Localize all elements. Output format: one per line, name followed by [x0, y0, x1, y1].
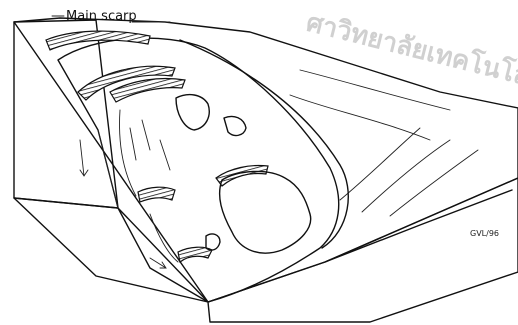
main-scarp-label: Main scarp [66, 9, 137, 24]
front-cross-section-face [208, 178, 518, 322]
watermark: ศาวิทยาลัยเทคโนโลยีสุร [303, 6, 518, 104]
signature: GVL/96 [470, 229, 499, 238]
toe-lobe [220, 171, 311, 253]
watermark-text: ศาวิทยาลัยเทคโนโลยีสุร [303, 6, 518, 104]
main-scarp-callout: Main scarp [52, 9, 170, 24]
signature-text: GVL/96 [470, 229, 499, 238]
main-scarp [46, 31, 150, 50]
